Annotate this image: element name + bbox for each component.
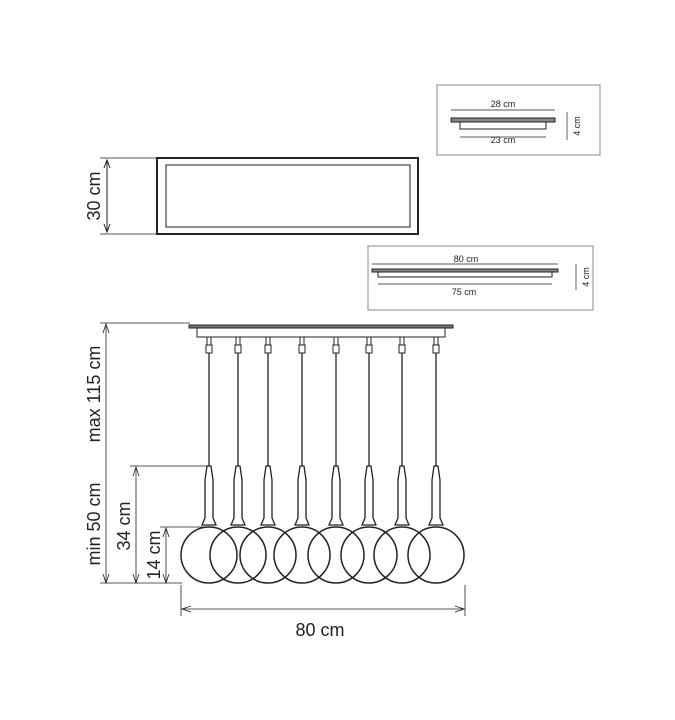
glass-globe xyxy=(373,526,431,584)
large-canopy-height: 4 cm xyxy=(581,267,591,287)
globe-height-label: 14 cm xyxy=(144,530,164,579)
side-dimensions: max 115 cm min 50 cm 34 cm 14 cm 80 cm xyxy=(84,322,466,640)
lamp-holder xyxy=(361,465,377,526)
socket-connector xyxy=(366,336,372,346)
pendant xyxy=(307,336,365,584)
cable-clamp xyxy=(264,344,272,354)
pendant xyxy=(373,336,431,584)
socket-connector xyxy=(399,336,405,346)
socket-connector xyxy=(206,336,212,346)
pendant xyxy=(180,336,238,584)
pendant xyxy=(407,336,465,584)
socket-connector xyxy=(333,336,339,346)
lamp-holder xyxy=(328,465,344,526)
top-view-canopy: 30 cm xyxy=(84,157,419,235)
glass-globe xyxy=(239,526,297,584)
large-canopy-inner-width: 75 cm xyxy=(452,287,477,297)
small-canopy-outer-width: 28 cm xyxy=(491,99,516,109)
pendant xyxy=(209,336,267,584)
pendant xyxy=(273,336,331,584)
socket-connector xyxy=(299,336,305,346)
socket-connector xyxy=(433,336,439,346)
cable-clamp xyxy=(432,344,440,354)
cable-clamp xyxy=(298,344,306,354)
large-canopy-detail: 80 cm 75 cm 4 cm xyxy=(367,245,594,311)
total-width-label: 80 cm xyxy=(295,620,344,640)
top-view-height-label: 30 cm xyxy=(84,171,104,220)
glass-globe xyxy=(273,526,331,584)
small-canopy-height: 4 cm xyxy=(572,116,582,136)
lamp-holder xyxy=(230,465,246,526)
max-height-label: max 115 cm xyxy=(84,346,104,443)
socket-connector xyxy=(265,336,271,346)
cable-clamp xyxy=(365,344,373,354)
glass-globe xyxy=(407,526,465,584)
large-canopy-outer-width: 80 cm xyxy=(454,254,479,264)
side-view-canopy xyxy=(188,324,454,338)
lamp-holder xyxy=(294,465,310,526)
cable-clamp xyxy=(234,344,242,354)
lamp-holder xyxy=(260,465,276,526)
cable-clamp xyxy=(205,344,213,354)
min-height-label: min 50 cm xyxy=(84,482,104,565)
cable-clamp xyxy=(332,344,340,354)
socket-connector xyxy=(235,336,241,346)
shade-drop-label: 34 cm xyxy=(114,501,134,550)
pendant xyxy=(340,336,398,584)
lamp-holder xyxy=(201,465,217,526)
glass-globe xyxy=(209,526,267,584)
glass-globe xyxy=(180,526,238,584)
lamp-holder xyxy=(428,465,444,526)
small-canopy-inner-width: 23 cm xyxy=(491,135,516,145)
pendants xyxy=(180,336,465,584)
pendant xyxy=(239,336,297,584)
cable-clamp xyxy=(398,344,406,354)
small-canopy-detail: 28 cm 23 cm 4 cm xyxy=(436,84,601,156)
glass-globe xyxy=(307,526,365,584)
lamp-holder xyxy=(394,465,410,526)
glass-globe xyxy=(340,526,398,584)
